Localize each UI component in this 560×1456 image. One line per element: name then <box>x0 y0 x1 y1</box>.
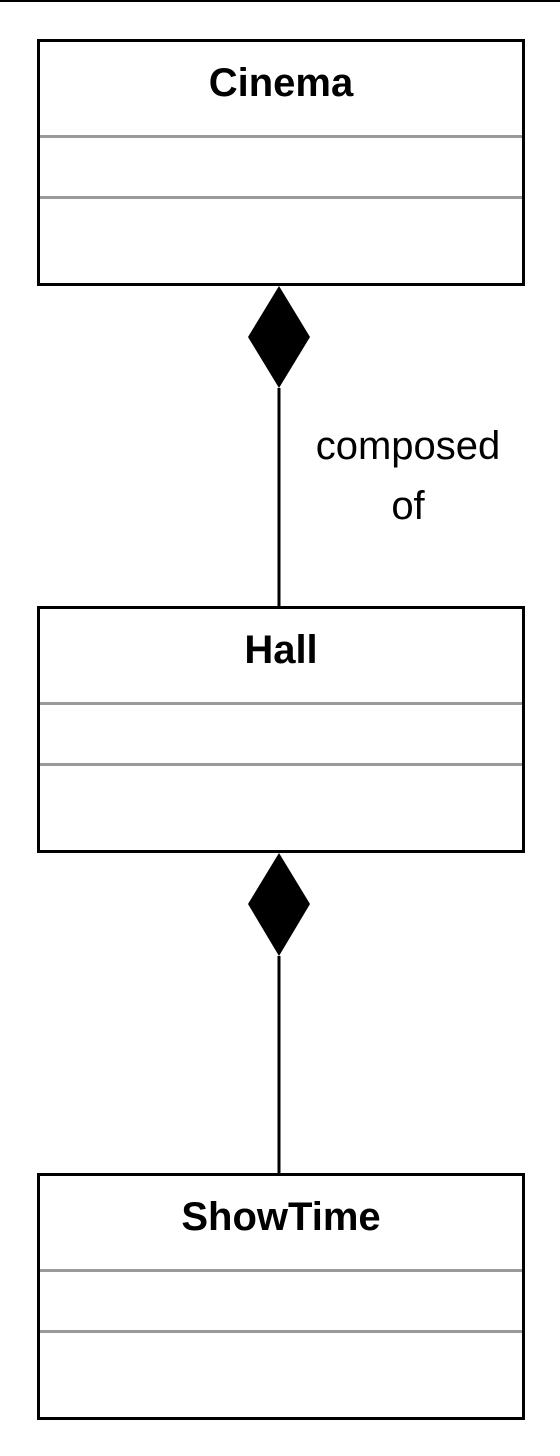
attributes-divider <box>40 135 522 138</box>
class-box-hall[interactable]: Hall <box>37 606 525 853</box>
attributes-divider <box>40 702 522 705</box>
class-box-showtime[interactable]: ShowTime <box>37 1173 525 1420</box>
attributes-divider <box>40 1269 522 1272</box>
class-box-cinema[interactable]: Cinema <box>37 39 525 286</box>
association-label: composed of <box>290 416 526 536</box>
class-name: ShowTime <box>181 1195 381 1239</box>
operations-divider <box>40 196 522 199</box>
class-name: Cinema <box>208 61 354 105</box>
association-label-line: composed <box>315 424 501 468</box>
operations-divider <box>40 763 522 766</box>
class-name: Hall <box>244 628 318 672</box>
association-label-line: of <box>391 484 425 528</box>
top-border-line <box>0 0 560 2</box>
operations-divider <box>40 1330 522 1333</box>
composition-diamond-hall <box>248 853 310 956</box>
composition-diamond-cinema <box>248 286 310 388</box>
